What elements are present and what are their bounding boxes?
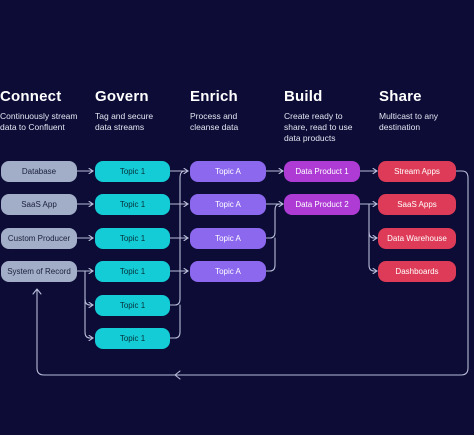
column-share: Share Multicast to any destination: [379, 88, 471, 133]
feedback-loop: [36, 170, 469, 376]
destination-saas-apps: SaaS Apps: [378, 194, 456, 215]
govern-topic: Topic 1: [95, 161, 170, 182]
column-title: Share: [379, 88, 422, 105]
enrich-topic: Topic A: [190, 228, 266, 249]
source-system-of-record: System of Record: [1, 261, 77, 282]
enrich-topic: Topic A: [190, 261, 266, 282]
feedback-arrow-left: [174, 370, 181, 380]
destination-stream-apps: Stream Apps: [378, 161, 456, 182]
column-description: Tag and secure data streams: [95, 111, 154, 132]
destination-dashboards: Dashboards: [378, 261, 456, 282]
column-title: Govern: [95, 88, 149, 105]
column-description: Continuously stream data to Confluent: [0, 111, 78, 132]
data-product-2: Data Product 2: [284, 194, 360, 215]
govern-topic: Topic 1: [95, 328, 170, 349]
column-govern: Govern Tag and secure data streams: [95, 88, 187, 133]
connector-build-3: [368, 203, 377, 238]
connector-fan-1: [84, 270, 93, 305]
column-title: Build: [284, 88, 323, 105]
govern-topic: Topic 1: [95, 228, 170, 249]
connector-govern-bus: [169, 170, 189, 306]
connector-enrich-bus: [265, 203, 284, 239]
feedback-arrow-up: [32, 288, 42, 295]
column-title: Connect: [0, 88, 62, 105]
connector-govern-bus-2: [169, 304, 181, 339]
connector-enrich-bus-2: [265, 237, 276, 272]
column-build: Build Create ready to share, read to use…: [284, 88, 376, 144]
destination-data-warehouse: Data Warehouse: [378, 228, 456, 249]
govern-topic: Topic 1: [95, 194, 170, 215]
column-description: Create ready to share, read to use data …: [284, 111, 353, 143]
column-description: Multicast to any destination: [379, 111, 439, 132]
column-connect: Connect Continuously stream data to Conf…: [0, 88, 92, 133]
column-enrich: Enrich Process and cleanse data: [190, 88, 282, 133]
column-title: Enrich: [190, 88, 238, 105]
source-saas-app: SaaS App: [1, 194, 77, 215]
enrich-topic: Topic A: [190, 194, 266, 215]
connector-fan-2: [84, 298, 93, 338]
govern-topic: Topic 1: [95, 261, 170, 282]
column-description: Process and cleanse data: [190, 111, 239, 132]
data-product-1: Data Product 1: [284, 161, 360, 182]
govern-topic: Topic 1: [95, 295, 170, 316]
connector-build-4: [368, 231, 377, 271]
source-database: Database: [1, 161, 77, 182]
enrich-topic: Topic A: [190, 161, 266, 182]
source-custom-producer: Custom Producer: [1, 228, 77, 249]
